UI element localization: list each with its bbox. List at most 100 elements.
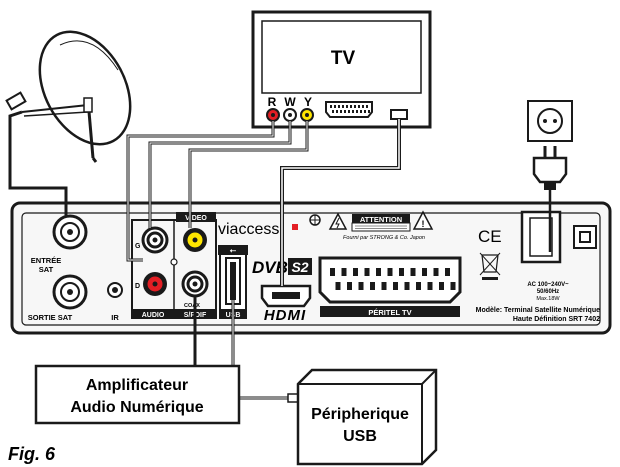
scart-pin (358, 282, 364, 290)
scart-pin (404, 282, 410, 290)
scart-pin (370, 282, 375, 290)
tv-scart-pin (348, 110, 350, 113)
tv-port-r-label: R (268, 95, 277, 109)
svg-text:!: ! (422, 219, 425, 229)
tv-scart-port[interactable] (325, 101, 373, 118)
hdmi-logo: HDMI (264, 307, 306, 324)
tv-scart-pin (354, 105, 356, 108)
power-inlet[interactable] (520, 210, 562, 264)
viaccess-logo: viaccess (218, 221, 279, 238)
attention-note: Fourni par STRONG & Co. Japon (343, 235, 425, 241)
scart-pin (335, 282, 341, 290)
tv-label: TV (331, 48, 356, 69)
video-jack[interactable] (183, 228, 207, 252)
scart-pin (347, 282, 352, 290)
scart-pin (433, 268, 439, 276)
tv-scart-pin (364, 110, 366, 113)
hdmi-port[interactable] (260, 284, 312, 308)
scart-pin (381, 282, 387, 290)
scart-pin (399, 268, 404, 276)
tv-scart-pin (340, 110, 342, 113)
rca-cables (126, 121, 309, 262)
scart-pin (416, 282, 421, 290)
ir-port[interactable] (107, 282, 123, 298)
audio-label: AUDIO (142, 312, 165, 319)
tv-scart-pin (350, 105, 352, 108)
attention-title: ATTENTION (360, 215, 402, 224)
amplifier-box (34, 364, 241, 425)
peritel-label: PÉRITEL TV (368, 308, 411, 317)
tv-scart-pin (344, 110, 346, 113)
entree-sat-connector[interactable] (52, 214, 88, 250)
tv-scart-pin (360, 110, 362, 113)
tv-scart-pin (356, 110, 358, 113)
ce-mark: CE (478, 227, 502, 246)
audio-d-label: D (135, 283, 140, 290)
av-screw (170, 258, 178, 266)
audio-right-jack[interactable] (143, 272, 167, 296)
sortie-sat-label: SORTIE SAT (28, 313, 73, 322)
entree-sat-label-1: ENTRÉE (31, 256, 61, 265)
scart-pin (450, 282, 456, 290)
wall-outlet-icon (527, 100, 573, 142)
scart-pin (364, 268, 370, 276)
scart-pin (353, 268, 358, 276)
tv-scart-pin (336, 110, 338, 113)
power-spec-3: Max.18W (536, 296, 560, 302)
weee-bin-icon (479, 252, 501, 280)
tv-box (251, 10, 432, 129)
tv-hdmi-port[interactable] (390, 109, 408, 120)
tv-scart-pin (332, 110, 334, 113)
tv-scart-pin (334, 105, 336, 108)
tv-scart-pin (330, 105, 332, 108)
scart-pin (410, 268, 416, 276)
attention-warning: ! (328, 210, 434, 232)
usb-device-line-2: USB (343, 428, 377, 445)
tv-port-w-label: W (284, 95, 296, 109)
scart-pin (439, 282, 444, 290)
tv-scart-pin (342, 105, 344, 108)
svg-text:DVB: DVB (252, 258, 288, 277)
scart-pin (393, 282, 398, 290)
tv-audio-r-jack[interactable] (266, 108, 280, 122)
satellite-cable (8, 110, 68, 216)
dvb-s2-logo: DVB S2 (252, 258, 312, 277)
model-line-2: Haute Définition SRT 7402 (513, 316, 600, 323)
tv-video-y-jack[interactable] (300, 108, 314, 122)
tv-scart-pin (358, 105, 360, 108)
model-line-1: Modèle: Terminal Satellite Numérique (476, 307, 600, 314)
tv-scart-pin (346, 105, 348, 108)
scart-pin (445, 268, 450, 276)
double-insulation-icon (573, 225, 597, 249)
viaccess-logo-mark (292, 224, 298, 230)
scart-pin (376, 268, 381, 276)
scart-pin (387, 268, 393, 276)
video-label: VIDEO (185, 215, 207, 222)
tv-scart-pin (338, 105, 340, 108)
tv-scart-pin (362, 105, 364, 108)
peritel-scart-port[interactable] (318, 256, 462, 317)
tv-scart-pin (352, 110, 354, 113)
audio-left-jack[interactable] (141, 226, 169, 254)
scart-pin (330, 268, 335, 276)
satellite-dish-icon (5, 30, 132, 163)
sortie-sat-connector[interactable] (52, 274, 88, 310)
spdif-coax-jack[interactable] (181, 270, 209, 298)
usb-device-box (296, 368, 438, 466)
tv-port-y-label: Y (304, 95, 312, 109)
scart-pin (422, 268, 427, 276)
usb-device-line-1: Péripherique (311, 406, 409, 423)
tv-scart-pin (368, 110, 370, 113)
power-spec-2: 50/60Hz (537, 289, 559, 295)
tv-audio-w-jack[interactable] (283, 108, 297, 122)
coax-label: COAX (184, 303, 200, 309)
tv-scart-pin (366, 105, 368, 108)
svg-text:S2: S2 (291, 259, 308, 275)
amplifier-line-2: Audio Numérique (70, 399, 203, 416)
ir-label: IR (111, 313, 119, 322)
hdmi-cable (280, 119, 401, 286)
amplifier-line-1: Amplificateur (86, 377, 188, 394)
scart-pin (427, 282, 433, 290)
scart-pins (330, 268, 456, 290)
